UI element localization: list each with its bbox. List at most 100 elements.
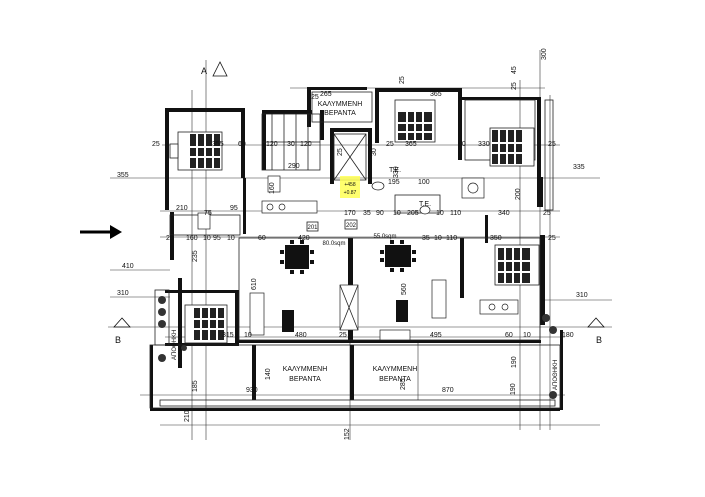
- dim-r1-4: 120: [266, 141, 278, 148]
- dim-top-4: 365: [430, 91, 442, 98]
- highlight-marker: [340, 176, 360, 198]
- te-label-1: T.E.: [389, 167, 401, 174]
- dim-r4-12: 25: [548, 235, 556, 242]
- veranda-bottom-right-label-1: ΚΑΛΥΜΜΕΝΗ: [373, 366, 418, 373]
- dim-r3-2: 75: [204, 210, 212, 217]
- section-marker-a: A: [201, 61, 228, 77]
- dim-r3-10: 110: [450, 210, 461, 217]
- dim-r1-3: 60: [238, 141, 246, 148]
- dim-v-13: 200: [515, 188, 522, 200]
- dim-r1-10: 365: [405, 141, 417, 148]
- storage-label-left: ΑΠΟΘΗΚΗ: [172, 330, 178, 360]
- dim-b-6: 60: [505, 332, 513, 339]
- section-marker-b-left: B: [113, 317, 131, 345]
- dim-v-12: 160: [269, 182, 276, 194]
- dim-v-2: 235: [192, 250, 199, 262]
- dim-r1-12: 330: [478, 141, 490, 148]
- dims-row3: 210 75 95 170 35 90 10 205 10 110 340 25: [176, 205, 551, 217]
- area-living: 80.0sqm: [322, 241, 345, 247]
- plants: [158, 296, 557, 399]
- dim-r1-13: 25: [548, 141, 556, 148]
- bed-bottom-left: [184, 304, 228, 344]
- dim-v-7: 285: [400, 378, 407, 390]
- dim-r1-11: 80: [458, 141, 466, 148]
- dims-left: 410 310: [117, 263, 134, 297]
- dim-r1-6: 120: [300, 141, 312, 148]
- dim-v-10: 210: [184, 410, 191, 422]
- dim-b-1: 315: [222, 332, 234, 339]
- dim-r1-8: 30: [371, 148, 378, 156]
- dim-r3-12: 25: [543, 210, 551, 217]
- dims-row1: 25 355 60 120 30 120 25 30 25 365 80 330…: [152, 141, 556, 156]
- dim-r1-5: 30: [287, 141, 295, 148]
- room-201: 201: [307, 225, 318, 231]
- dims-bottom: 315 10 480 25 495 60 10 930 870: [222, 332, 531, 394]
- dim-r2-2: 290: [288, 163, 300, 170]
- storage-label-right: ΑΠΟΘΗΚΗ: [553, 360, 559, 390]
- dim-r4-8: 35: [422, 235, 430, 242]
- dim-r3-4: 170: [344, 210, 356, 217]
- bed-top-center: [394, 99, 436, 143]
- dim-b-7: 10: [523, 332, 531, 339]
- dims-row4: 25 160 10 95 10 60 420 35 10 110 350 25: [166, 235, 556, 242]
- highlight-note-2: +0.87: [344, 190, 357, 196]
- dims-row2: 355 290 195 100 335: [117, 163, 585, 186]
- dim-top-3: 25: [399, 76, 406, 84]
- section-marker-b-right: B: [587, 317, 605, 345]
- dim-r4-2: 160: [186, 235, 198, 242]
- dim-r1-9: 25: [386, 141, 394, 148]
- dim-r1-7: 25: [337, 148, 344, 156]
- veranda-bottom-left-label-2: ΒΕΡΑΝΤΑ: [289, 376, 321, 383]
- dim-r3-3: 95: [230, 205, 238, 212]
- dim-top-2: 265: [320, 91, 332, 98]
- dim-r4-6: 60: [258, 235, 266, 242]
- entrance-arrow-icon: [80, 225, 122, 239]
- dim-v-6: 190: [510, 383, 517, 395]
- dims-top: 25 265 25 365 25 45 300: [311, 48, 548, 101]
- dim-r4-7: 420: [298, 235, 310, 242]
- furniture: [197, 175, 519, 341]
- dim-v-11: 330: [393, 166, 400, 178]
- veranda-top-label-2: ΒΕΡΑΝΤΑ: [324, 110, 356, 117]
- dim-r4-11: 350: [490, 235, 502, 242]
- dim-top-6: 45: [511, 66, 518, 74]
- dim-r3-1: 210: [176, 205, 188, 212]
- dims-vertical: 185 235 610 560 140 190 285 190 152 210 …: [184, 166, 522, 440]
- bed-right-top: [489, 127, 535, 167]
- dim-total-1: 930: [246, 387, 258, 394]
- dim-v-9: 152: [344, 428, 351, 440]
- dim-r1-1: 25: [152, 141, 160, 148]
- dim-v-8: 190: [511, 356, 518, 368]
- dims-right: 310 180: [562, 292, 588, 339]
- dim-r2-3: 195: [388, 179, 400, 186]
- dim-r4-1: 25: [166, 235, 174, 242]
- svg-text:B: B: [596, 335, 602, 345]
- veranda-top-label-1: ΚΑΛΥΜΜΕΝΗ: [318, 101, 363, 108]
- dim-r4-9: 10: [434, 235, 442, 242]
- svg-text:A: A: [201, 66, 207, 76]
- dim-r4-10: 110: [446, 235, 457, 242]
- dim-left-2: 310: [117, 290, 129, 297]
- dim-r3-7: 10: [393, 210, 401, 217]
- dim-top-1: 25: [311, 94, 319, 101]
- dim-top-5: 25: [511, 82, 518, 90]
- dim-r4-4: 95: [213, 235, 221, 242]
- dim-v-4: 560: [401, 283, 408, 295]
- dim-total-2: 870: [442, 387, 454, 394]
- area-small: 55.0sqm: [373, 234, 396, 240]
- dim-v-5: 140: [265, 368, 272, 380]
- svg-text:B: B: [115, 335, 121, 345]
- dim-r1-2: 355: [212, 141, 224, 148]
- dim-r3-5: 35: [363, 210, 371, 217]
- dim-r3-6: 90: [376, 210, 384, 217]
- dim-top-7: 300: [541, 48, 548, 60]
- dim-r2-4: 100: [418, 179, 430, 186]
- veranda-bottom-left-label-1: ΚΑΛΥΜΜΕΝΗ: [283, 366, 328, 373]
- dim-r2-1: 355: [117, 172, 129, 179]
- veranda-bottom-right-label-2: ΒΕΡΑΝΤΑ: [379, 376, 411, 383]
- dim-r3-9: 10: [436, 210, 444, 217]
- dim-r3-8: 205: [407, 210, 419, 217]
- dim-left-1: 410: [122, 263, 134, 270]
- dim-right-1: 310: [576, 292, 588, 299]
